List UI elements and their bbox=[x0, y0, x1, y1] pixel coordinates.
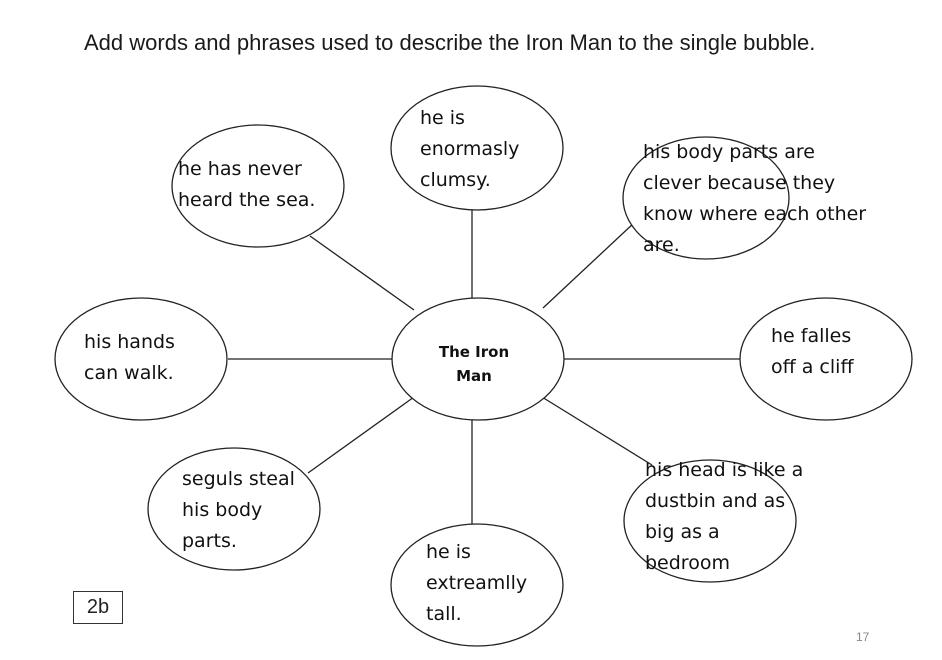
bubble-bottom bbox=[390, 523, 564, 647]
bubble-top-left bbox=[171, 124, 345, 248]
connector-top-left bbox=[309, 235, 415, 311]
bubble-text-top: he is enormasly clumsy. bbox=[420, 107, 520, 191]
bubble-text-bottom: he is extreamlly tall. bbox=[426, 541, 528, 625]
bubble-text-right: he falles off a cliff bbox=[771, 325, 854, 378]
page-number: 17 bbox=[856, 630, 870, 644]
bubble-top-right bbox=[622, 136, 790, 260]
connector-bottom-right bbox=[541, 396, 653, 466]
connector-bottom-left bbox=[307, 396, 415, 474]
bubble-text-bottom-right: his head is like a dustbin and as big as… bbox=[645, 459, 804, 574]
bubble-text-top-right: his body parts are clever because they k… bbox=[643, 141, 867, 256]
connector-top-right bbox=[542, 221, 636, 309]
bubble-bottom-right bbox=[623, 459, 797, 583]
bubble-text-top-left: he has never heard the sea. bbox=[178, 158, 316, 211]
bubble-text-bottom-left: seguls steal his body parts. bbox=[182, 468, 295, 552]
bubble-top bbox=[390, 85, 564, 211]
bubble-text-left: his hands can walk. bbox=[84, 331, 175, 384]
bubble-left bbox=[54, 297, 228, 421]
bubble-bottom-left bbox=[147, 447, 321, 571]
slide-label-box: 2b bbox=[73, 591, 123, 624]
instruction-text: Add words and phrases used to describe t… bbox=[84, 30, 816, 55]
center-bubble bbox=[391, 297, 565, 421]
center-label: The Iron Man bbox=[438, 343, 510, 385]
bubble-right bbox=[739, 297, 913, 421]
